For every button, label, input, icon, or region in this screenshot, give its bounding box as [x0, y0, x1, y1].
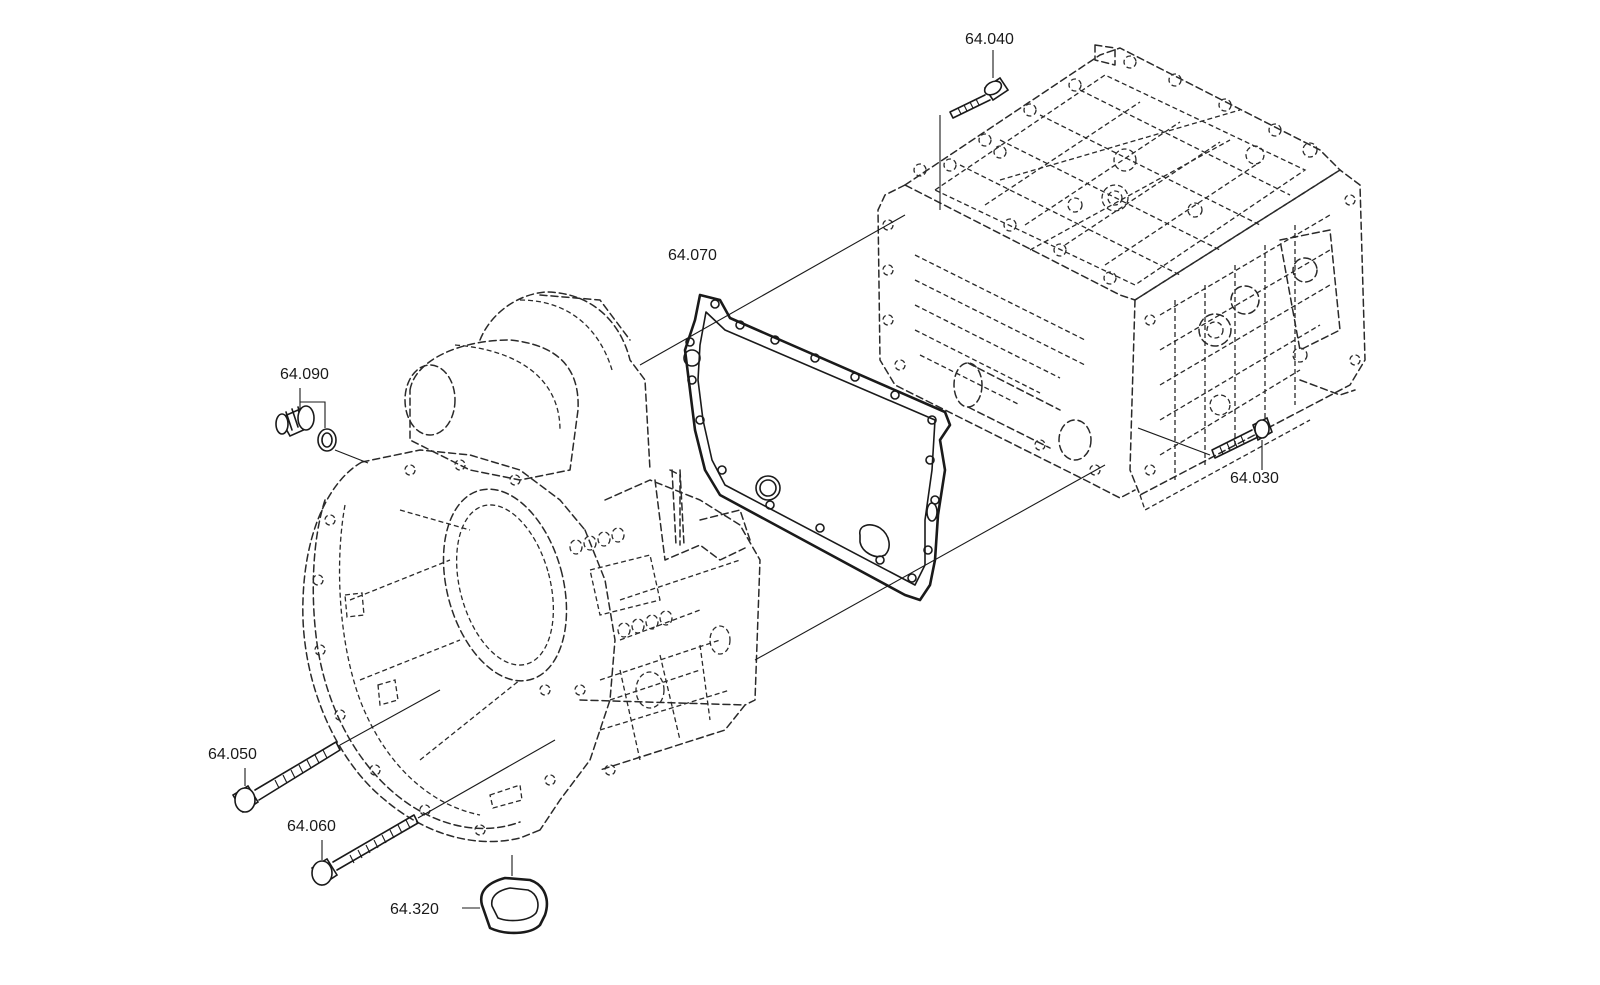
callout-64050: 64.050 — [208, 746, 257, 763]
callout-64060: 64.060 — [287, 818, 336, 835]
long-hex-bolt-upper — [231, 689, 441, 814]
callout-64040: 64.040 — [965, 31, 1014, 48]
callout-64320: 64.320 — [390, 901, 439, 918]
callout-64090: 64.090 — [280, 366, 329, 383]
screw-plug-with-seal-ring — [275, 388, 337, 452]
housing-gasket — [683, 293, 952, 602]
callout-64030: 64.030 — [1230, 470, 1279, 487]
assembly-lines — [334, 214, 1106, 661]
callout-64070: 64.070 — [668, 247, 717, 264]
transmission-housing — [877, 44, 1366, 511]
square-seal — [462, 855, 549, 935]
clutch-bell-housing — [302, 291, 761, 843]
hex-bolt-right — [1137, 416, 1273, 470]
hex-bolt-top — [939, 50, 1010, 210]
long-hex-bolt-lower — [310, 739, 556, 887]
